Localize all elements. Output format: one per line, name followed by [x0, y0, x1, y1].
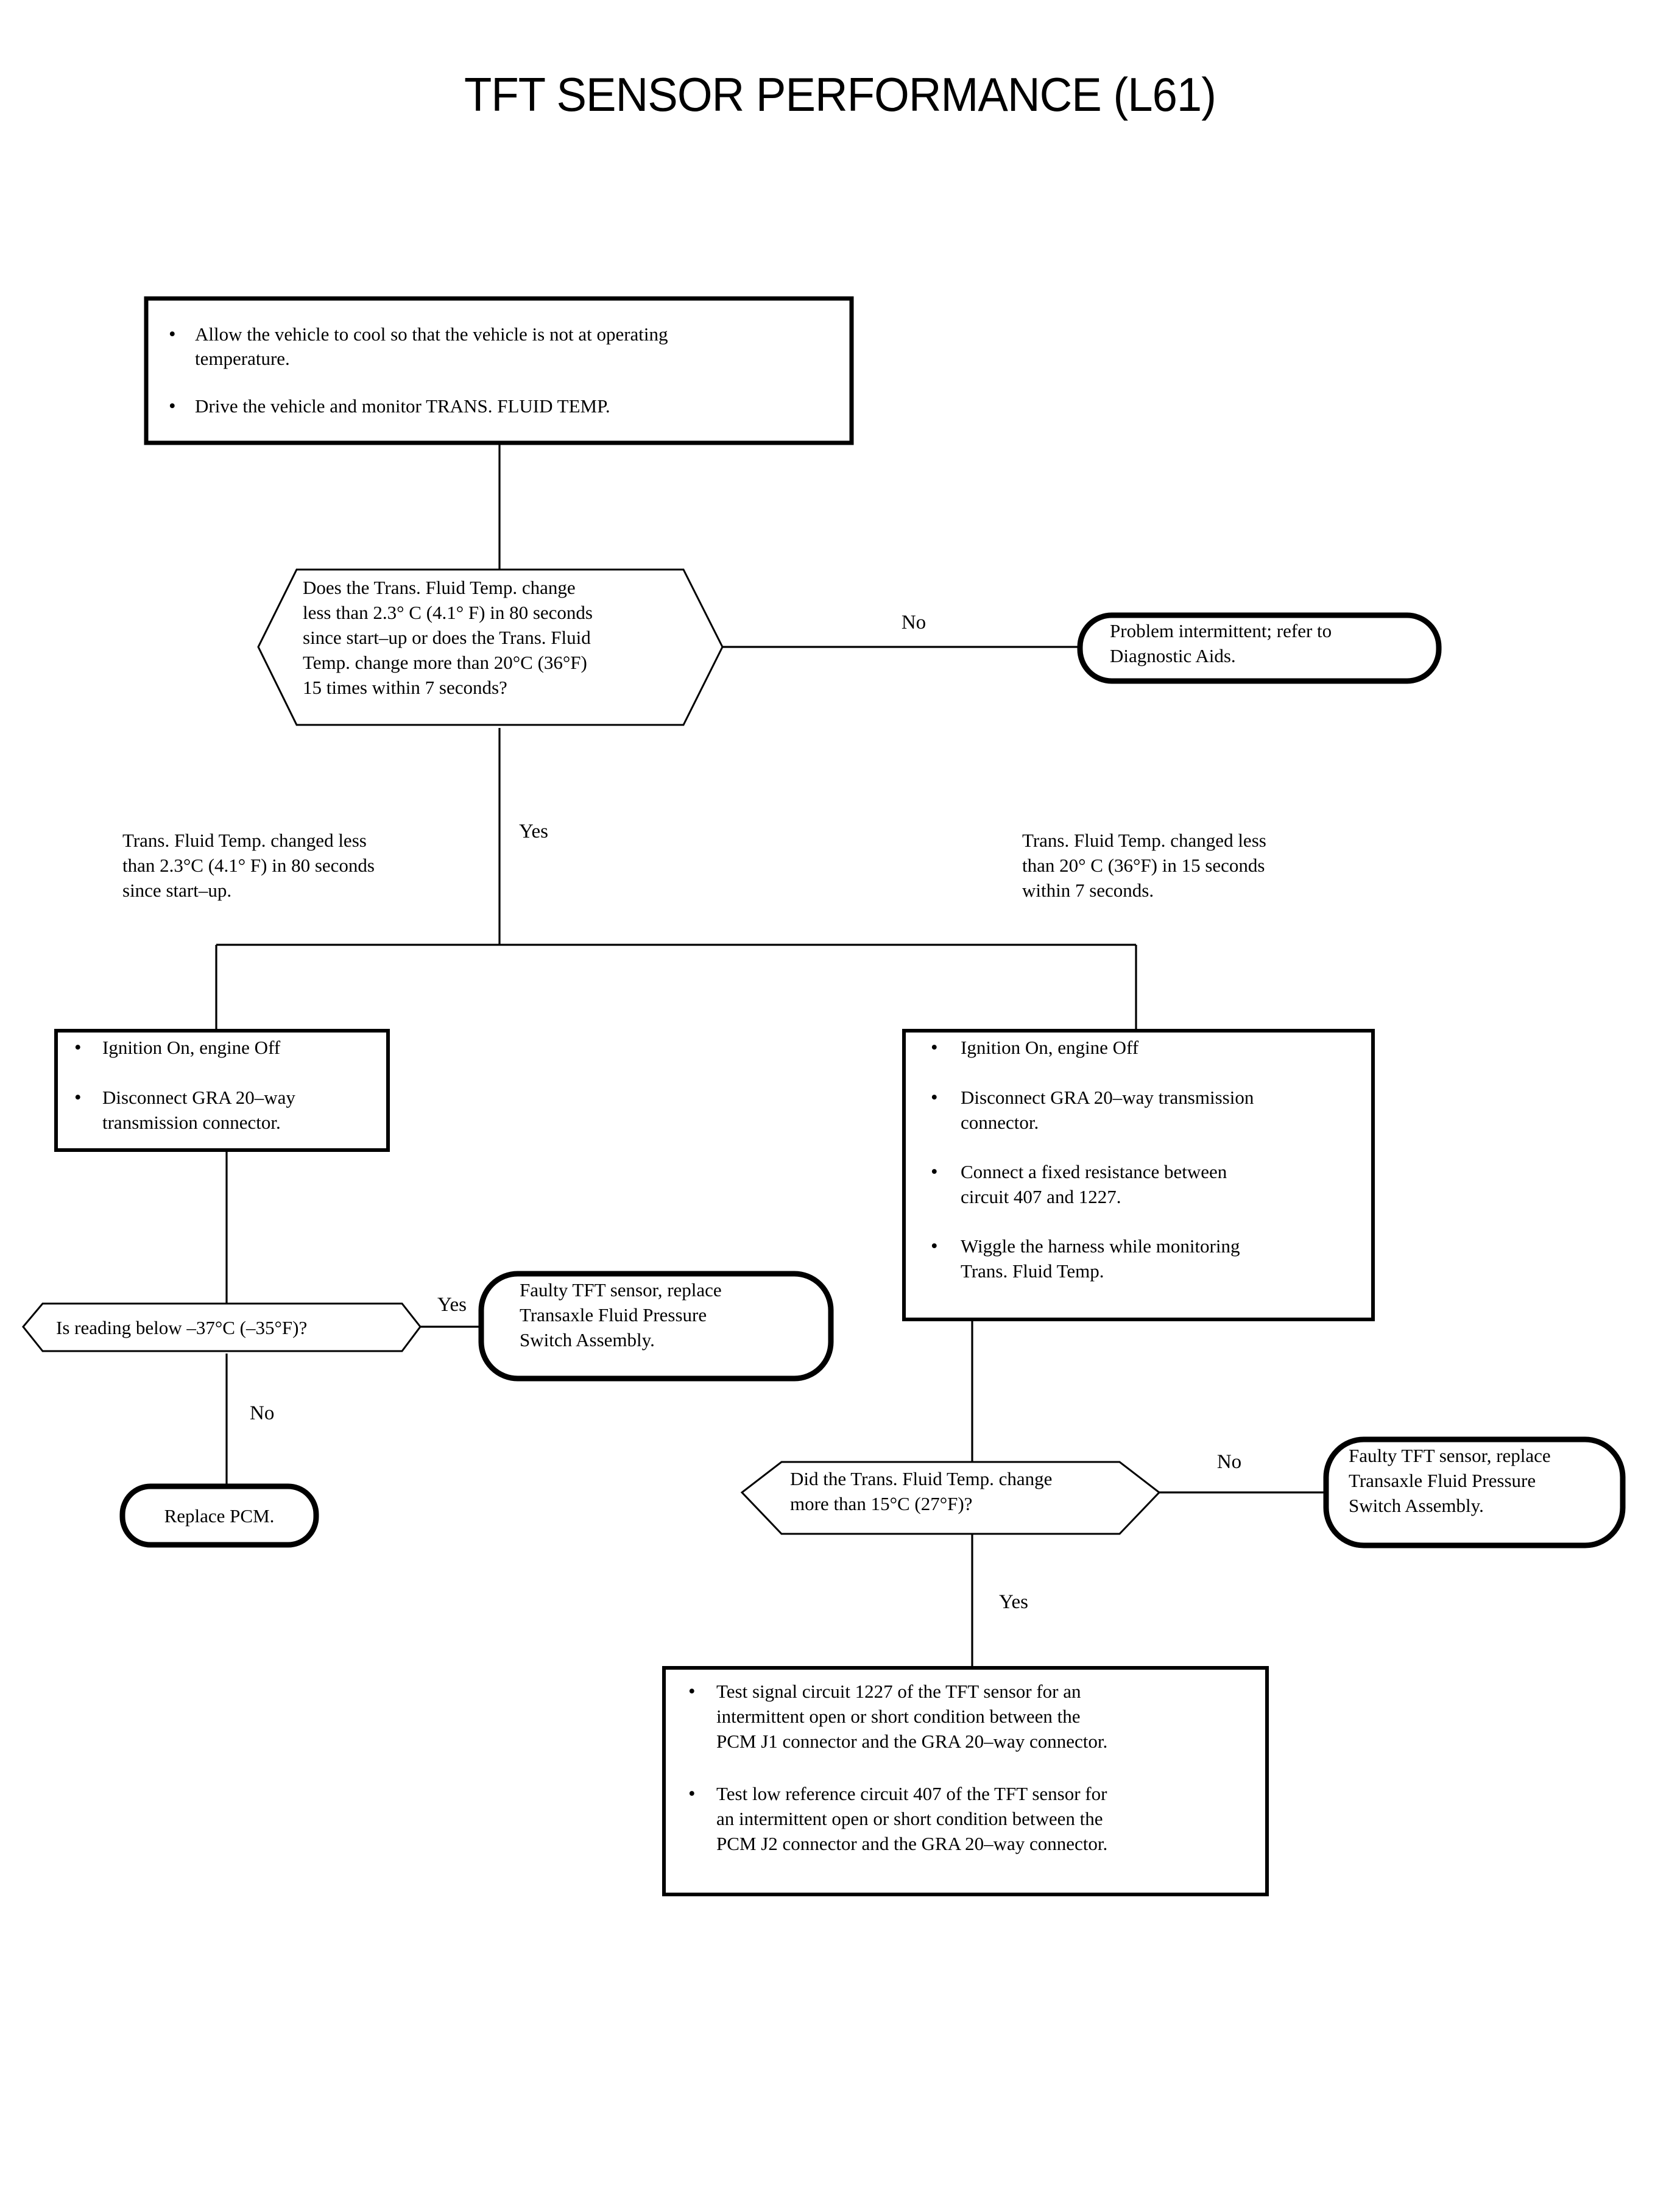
start-process-box: [144, 296, 854, 445]
terminal-faulty-right-line-3: Switch Assembly.: [1349, 1495, 1484, 1516]
terminal-faulty-right-line-1: Faulty TFT sensor, replace: [1349, 1445, 1551, 1466]
start-bullet-2-line-1: Drive the vehicle and monitor TRANS. FLU…: [195, 395, 610, 417]
right-note-line-1: Trans. Fluid Temp. changed less: [1022, 830, 1266, 851]
decision-main-line-1: Does the Trans. Fluid Temp. change: [303, 577, 576, 598]
bullet-icon: •: [688, 1681, 696, 1703]
right-process-bullet-4-line-2: Trans. Fluid Temp.: [961, 1260, 1104, 1282]
node-right-process[interactable]: • Ignition On, engine Off • Disconnect G…: [902, 1029, 1375, 1321]
decision-right-hexagon: [740, 1461, 1161, 1535]
final-process-box: [662, 1666, 1269, 1896]
left-process-bullet-2-line-2: transmission connector.: [102, 1112, 281, 1133]
left-process-bullet-1-line-1: Ignition On, engine Off: [102, 1037, 281, 1058]
right-note-line-3: within 7 seconds.: [1022, 880, 1154, 901]
terminal-replace-pcm-label: Replace PCM.: [164, 1505, 275, 1527]
page-title: TFT SENSOR PERFORMANCE (L61): [464, 68, 1216, 121]
bullet-icon: •: [169, 395, 176, 417]
decision-main-line-3: since start–up or does the Trans. Fluid: [303, 627, 591, 648]
bullet-icon: •: [74, 1087, 82, 1109]
bullet-icon: •: [931, 1161, 938, 1183]
edge-label-main-yes: Yes: [519, 821, 548, 842]
bullet-icon: •: [931, 1087, 938, 1109]
left-process-bullet-2-line-1: Disconnect GRA 20–way: [102, 1087, 295, 1108]
final-bullet-1-line-2: intermittent open or short condition bet…: [716, 1706, 1080, 1727]
decision-main-line-4: Temp. change more than 20°C (36°F): [303, 652, 587, 673]
decision-left-hexagon: [22, 1302, 422, 1352]
terminal-faulty-left-line-2: Transaxle Fluid Pressure: [520, 1304, 707, 1326]
bullet-icon: •: [74, 1037, 82, 1059]
bullet-icon: •: [169, 323, 176, 345]
node-terminal-replace-pcm[interactable]: Replace PCM.: [119, 1483, 319, 1548]
terminal-faulty-left-line-3: Switch Assembly.: [520, 1329, 655, 1350]
edge-label-left-yes: Yes: [437, 1294, 467, 1316]
terminal-intermittent-line-2: Diagnostic Aids.: [1110, 645, 1236, 666]
edge-label-right-yes: Yes: [999, 1591, 1028, 1613]
start-bullet-1-line-1: Allow the vehicle to cool so that the ve…: [195, 323, 668, 345]
right-process-bullet-2-line-2: connector.: [961, 1112, 1039, 1133]
bullet-icon: •: [931, 1037, 938, 1059]
note-right-branch: Trans. Fluid Temp. changed less than 20°…: [1022, 830, 1266, 901]
decision-main-hexagon: [257, 568, 724, 726]
terminal-faulty-left-line-1: Faulty TFT sensor, replace: [520, 1279, 722, 1301]
terminal-intermittent-line-1: Problem intermittent; refer to: [1110, 620, 1332, 641]
decision-right-line-1: Did the Trans. Fluid Temp. change: [790, 1468, 1052, 1489]
node-decision-main[interactable]: Does the Trans. Fluid Temp. change less …: [257, 568, 724, 726]
edge-label-main-no: No: [902, 612, 926, 634]
terminal-faulty-left-shape: [478, 1271, 834, 1382]
terminal-faulty-right-line-2: Transaxle Fluid Pressure: [1349, 1470, 1536, 1491]
edge-label-left-no: No: [250, 1402, 274, 1424]
right-process-bullet-3-line-1: Connect a fixed resistance between: [961, 1161, 1227, 1182]
node-decision-left[interactable]: Is reading below –37°C (–35°F)?: [22, 1302, 422, 1352]
start-bullet-1-line-2: temperature.: [195, 348, 290, 369]
final-bullet-2-line-1: Test low reference circuit 407 of the TF…: [716, 1783, 1107, 1804]
node-terminal-faulty-right[interactable]: Faulty TFT sensor, replace Transaxle Flu…: [1323, 1436, 1626, 1548]
left-note-line-1: Trans. Fluid Temp. changed less: [122, 830, 367, 851]
terminal-replace-pcm-shape: [119, 1483, 319, 1548]
node-decision-right[interactable]: Did the Trans. Fluid Temp. change more t…: [740, 1461, 1161, 1535]
note-left-branch: Trans. Fluid Temp. changed less than 2.3…: [122, 830, 375, 901]
bullet-icon: •: [931, 1235, 938, 1257]
edge-label-right-no: No: [1217, 1451, 1241, 1473]
final-bullet-1-line-1: Test signal circuit 1227 of the TFT sens…: [716, 1681, 1081, 1702]
decision-main-line-5: 15 times within 7 seconds?: [303, 677, 507, 698]
left-note-line-2: than 2.3°C (4.1° F) in 80 seconds: [122, 855, 375, 876]
right-process-bullet-1-line-1: Ignition On, engine Off: [961, 1037, 1139, 1058]
left-note-line-3: since start–up.: [122, 880, 231, 901]
bullet-icon: •: [688, 1783, 696, 1805]
decision-main-line-2: less than 2.3° C (4.1° F) in 80 seconds: [303, 602, 593, 623]
node-start-process[interactable]: • Allow the vehicle to cool so that the …: [144, 296, 854, 445]
node-terminal-faulty-left[interactable]: Faulty TFT sensor, replace Transaxle Flu…: [478, 1271, 834, 1382]
terminal-intermittent-shape: [1077, 612, 1442, 684]
right-note-line-2: than 20° C (36°F) in 15 seconds: [1022, 855, 1265, 876]
final-bullet-2-line-2: an intermittent open or short condition …: [716, 1808, 1103, 1829]
left-process-box: [54, 1029, 390, 1152]
node-terminal-intermittent[interactable]: Problem intermittent; refer to Diagnosti…: [1077, 612, 1442, 684]
right-process-box: [902, 1029, 1375, 1321]
connector-lines: [215, 443, 1326, 1668]
final-bullet-1-line-3: PCM J1 connector and the GRA 20–way conn…: [716, 1731, 1107, 1752]
right-process-bullet-4-line-1: Wiggle the harness while monitoring: [961, 1235, 1240, 1257]
decision-right-line-2: more than 15°C (27°F)?: [790, 1493, 972, 1514]
terminal-faulty-right-shape: [1323, 1436, 1626, 1548]
decision-left-line-1: Is reading below –37°C (–35°F)?: [56, 1317, 307, 1338]
final-bullet-2-line-3: PCM J2 connector and the GRA 20–way conn…: [716, 1833, 1107, 1854]
right-process-bullet-2-line-1: Disconnect GRA 20–way transmission: [961, 1087, 1254, 1108]
node-left-process[interactable]: • Ignition On, engine Off • Disconnect G…: [54, 1029, 390, 1152]
node-final-process[interactable]: • Test signal circuit 1227 of the TFT se…: [662, 1666, 1269, 1896]
right-process-bullet-3-line-2: circuit 407 and 1227.: [961, 1186, 1121, 1207]
